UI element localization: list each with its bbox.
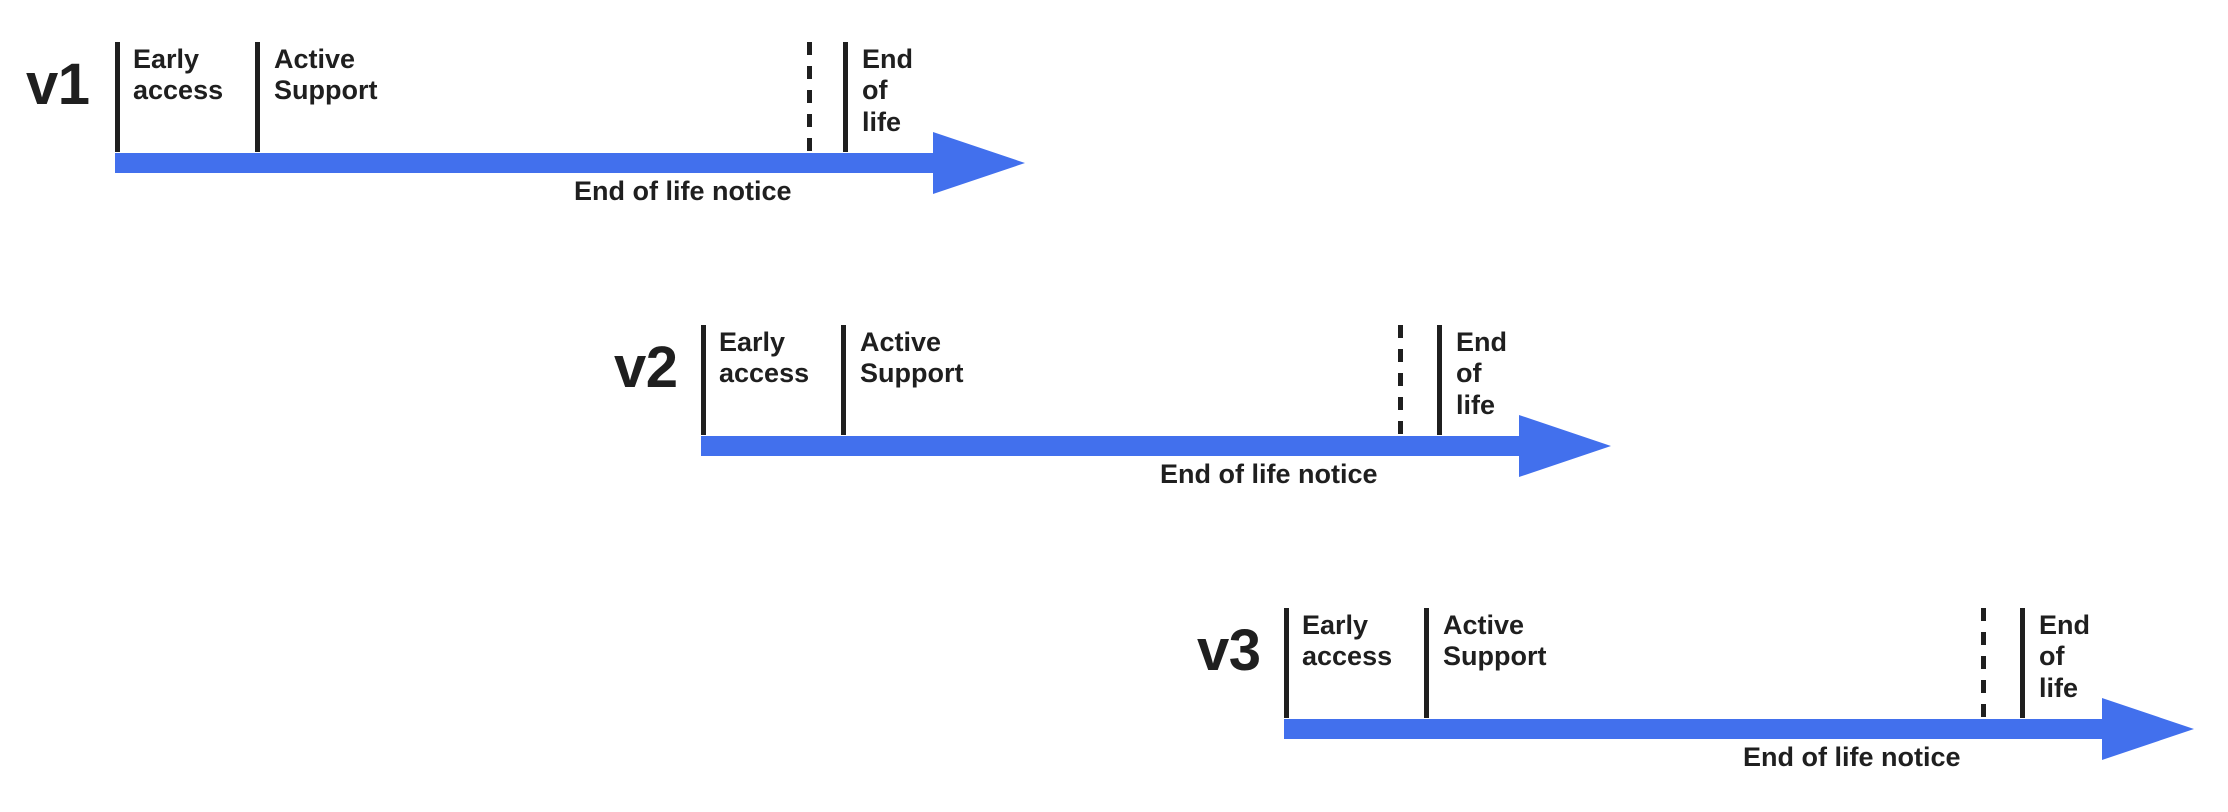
phase-divider-start-v2: [701, 325, 706, 435]
phase-divider-active-eol-v2: [1437, 325, 1442, 435]
notice-label-v3: End of life notice: [1743, 742, 1961, 772]
phase-divider-start-v3: [1284, 608, 1289, 718]
phase-label-early-access-v3: Early access: [1302, 610, 1393, 672]
phase-label-end-of-life-v2: End of life: [1456, 327, 1507, 420]
version-label-v3: v3: [1197, 618, 1261, 683]
phase-label-early-access-v2: Early access: [719, 327, 810, 389]
phase-label-active-support-v2: Active Support: [860, 327, 964, 389]
phase-divider-early-active-v3: [1424, 608, 1429, 718]
phase-label-end-of-life-v3: End of life: [2039, 610, 2090, 703]
phase-divider-early-active-v1: [255, 42, 260, 152]
phase-divider-start-v1: [115, 42, 120, 152]
notice-label-v1: End of life notice: [574, 176, 792, 206]
end-of-life-notice-marker-v1: [807, 42, 812, 152]
phase-label-early-access-v1: Early access: [133, 44, 224, 106]
notice-label-v2: End of life notice: [1160, 459, 1378, 489]
timeline-arrow-v3: [1284, 698, 2194, 760]
phase-label-active-support-v1: Active Support: [274, 44, 378, 106]
version-label-v1: v1: [26, 52, 90, 117]
version-label-v2: v2: [614, 335, 678, 400]
phase-label-active-support-v3: Active Support: [1443, 610, 1547, 672]
phase-divider-active-eol-v3: [2020, 608, 2025, 718]
end-of-life-notice-marker-v2: [1398, 325, 1403, 435]
phase-divider-early-active-v2: [841, 325, 846, 435]
end-of-life-notice-marker-v3: [1981, 608, 1986, 718]
phase-label-end-of-life-v1: End of life: [862, 44, 913, 137]
timeline-arrow-v1: [115, 132, 1025, 194]
phase-divider-active-eol-v1: [843, 42, 848, 152]
timeline-arrow-v2: [701, 415, 1611, 477]
